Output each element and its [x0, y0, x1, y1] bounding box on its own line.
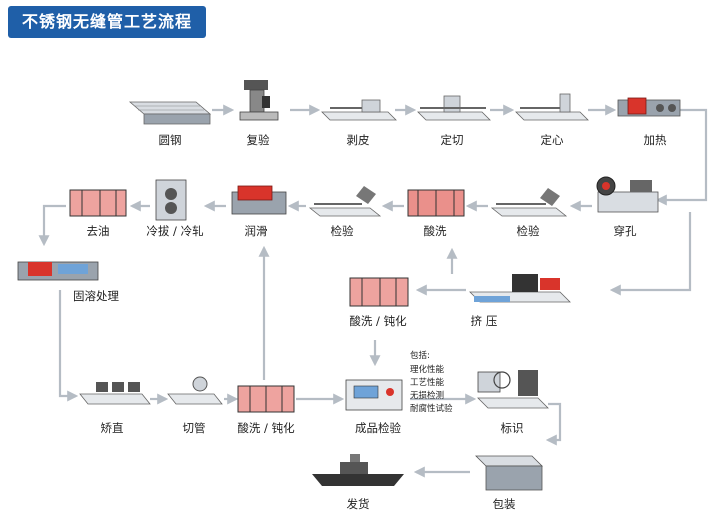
- step-label-inspect-2: 检验: [331, 224, 354, 238]
- solution-furnace-icon: [17, 261, 99, 281]
- arrow-degrease-to-solution: [38, 204, 66, 247]
- step-label-pickling-1: 酸洗: [424, 224, 447, 238]
- step-label-straighten: 矫直: [101, 421, 124, 435]
- reinspect-machine-icon: [239, 80, 279, 121]
- step-label-centering: 定心: [541, 133, 564, 147]
- step-label-marking: 标识: [501, 421, 524, 435]
- inspection-rack-icon: [490, 188, 568, 217]
- cutting-machine-icon: [417, 95, 491, 121]
- heating-furnace-icon: [617, 97, 681, 117]
- step-label-reinspect: 复验: [247, 133, 270, 147]
- step-label-round-steel: 圆钢: [159, 133, 182, 147]
- pipe-cutter-icon: [167, 376, 223, 405]
- cold-drawing-mill-icon: [155, 179, 187, 221]
- inspection-note-item: 耐腐性试验: [410, 403, 453, 414]
- step-label-extrude: 挤 压: [471, 314, 498, 328]
- inspection-note-item: 理化性能: [410, 364, 445, 375]
- degreasing-tank-icon: [69, 189, 127, 217]
- extrusion-press-icon: [469, 274, 571, 303]
- step-label-lubricate: 润滑: [245, 224, 268, 238]
- step-label-final-inspect: 成品检验: [355, 421, 401, 435]
- marking-machine-icon: [477, 370, 549, 409]
- page-title: 不锈钢无缝管工艺流程: [8, 6, 206, 38]
- step-label-cold-draw: 冷拔 / 冷轧: [146, 224, 203, 238]
- step-label-packaging: 包装: [493, 497, 516, 511]
- cargo-ship-icon: [312, 454, 404, 486]
- step-label-inspect-1: 检验: [517, 224, 540, 238]
- peeling-machine-icon: [321, 99, 397, 121]
- step-label-cut-pipe: 切管: [183, 421, 206, 435]
- step-label-piercing: 穿孔: [614, 224, 637, 238]
- arrow-marking-to-pack: [545, 402, 562, 446]
- packaged-bundle-icon: [475, 455, 543, 491]
- step-label-degrease: 去油: [87, 224, 110, 238]
- pickling-passivation-tank-icon: [349, 277, 409, 307]
- inspection-notes-heading: 包括:: [410, 350, 430, 361]
- arrow-pierce-to-extrude: [609, 212, 692, 296]
- straightening-machine-icon: [79, 382, 151, 405]
- step-label-shipping: 发货: [347, 497, 370, 511]
- inspection-notes: 包括: 理化性能 工艺性能 无损检测 耐腐性试验: [410, 350, 453, 414]
- flow-arrows: [38, 104, 708, 478]
- round-steel-icon: [128, 101, 212, 125]
- pickling-tank-icon: [407, 189, 465, 217]
- step-label-cut-length: 定切: [441, 133, 464, 147]
- arrow-solution-to-straighten: [58, 290, 79, 402]
- arrow-heat-to-pierce: [655, 108, 708, 206]
- testing-equipment-icon: [345, 379, 403, 411]
- step-label-heating: 加热: [644, 133, 667, 147]
- step-label-pickle-passivate-1: 酸洗 / 钝化: [349, 314, 407, 328]
- pickling-passivation-tank-icon: [237, 385, 295, 413]
- step-label-peeling: 剥皮: [347, 133, 370, 147]
- inspection-rack-icon: [308, 186, 382, 217]
- step-label-pickle-passivate-2: 酸洗 / 钝化: [237, 421, 295, 435]
- inspection-note-item: 工艺性能: [410, 377, 445, 388]
- piercing-mill-icon: [596, 176, 659, 213]
- lubrication-bath-icon: [231, 185, 287, 215]
- step-label-solution-treat: 固溶处理: [73, 289, 119, 303]
- centering-machine-icon: [515, 93, 589, 121]
- inspection-note-item: 无损检测: [410, 390, 444, 401]
